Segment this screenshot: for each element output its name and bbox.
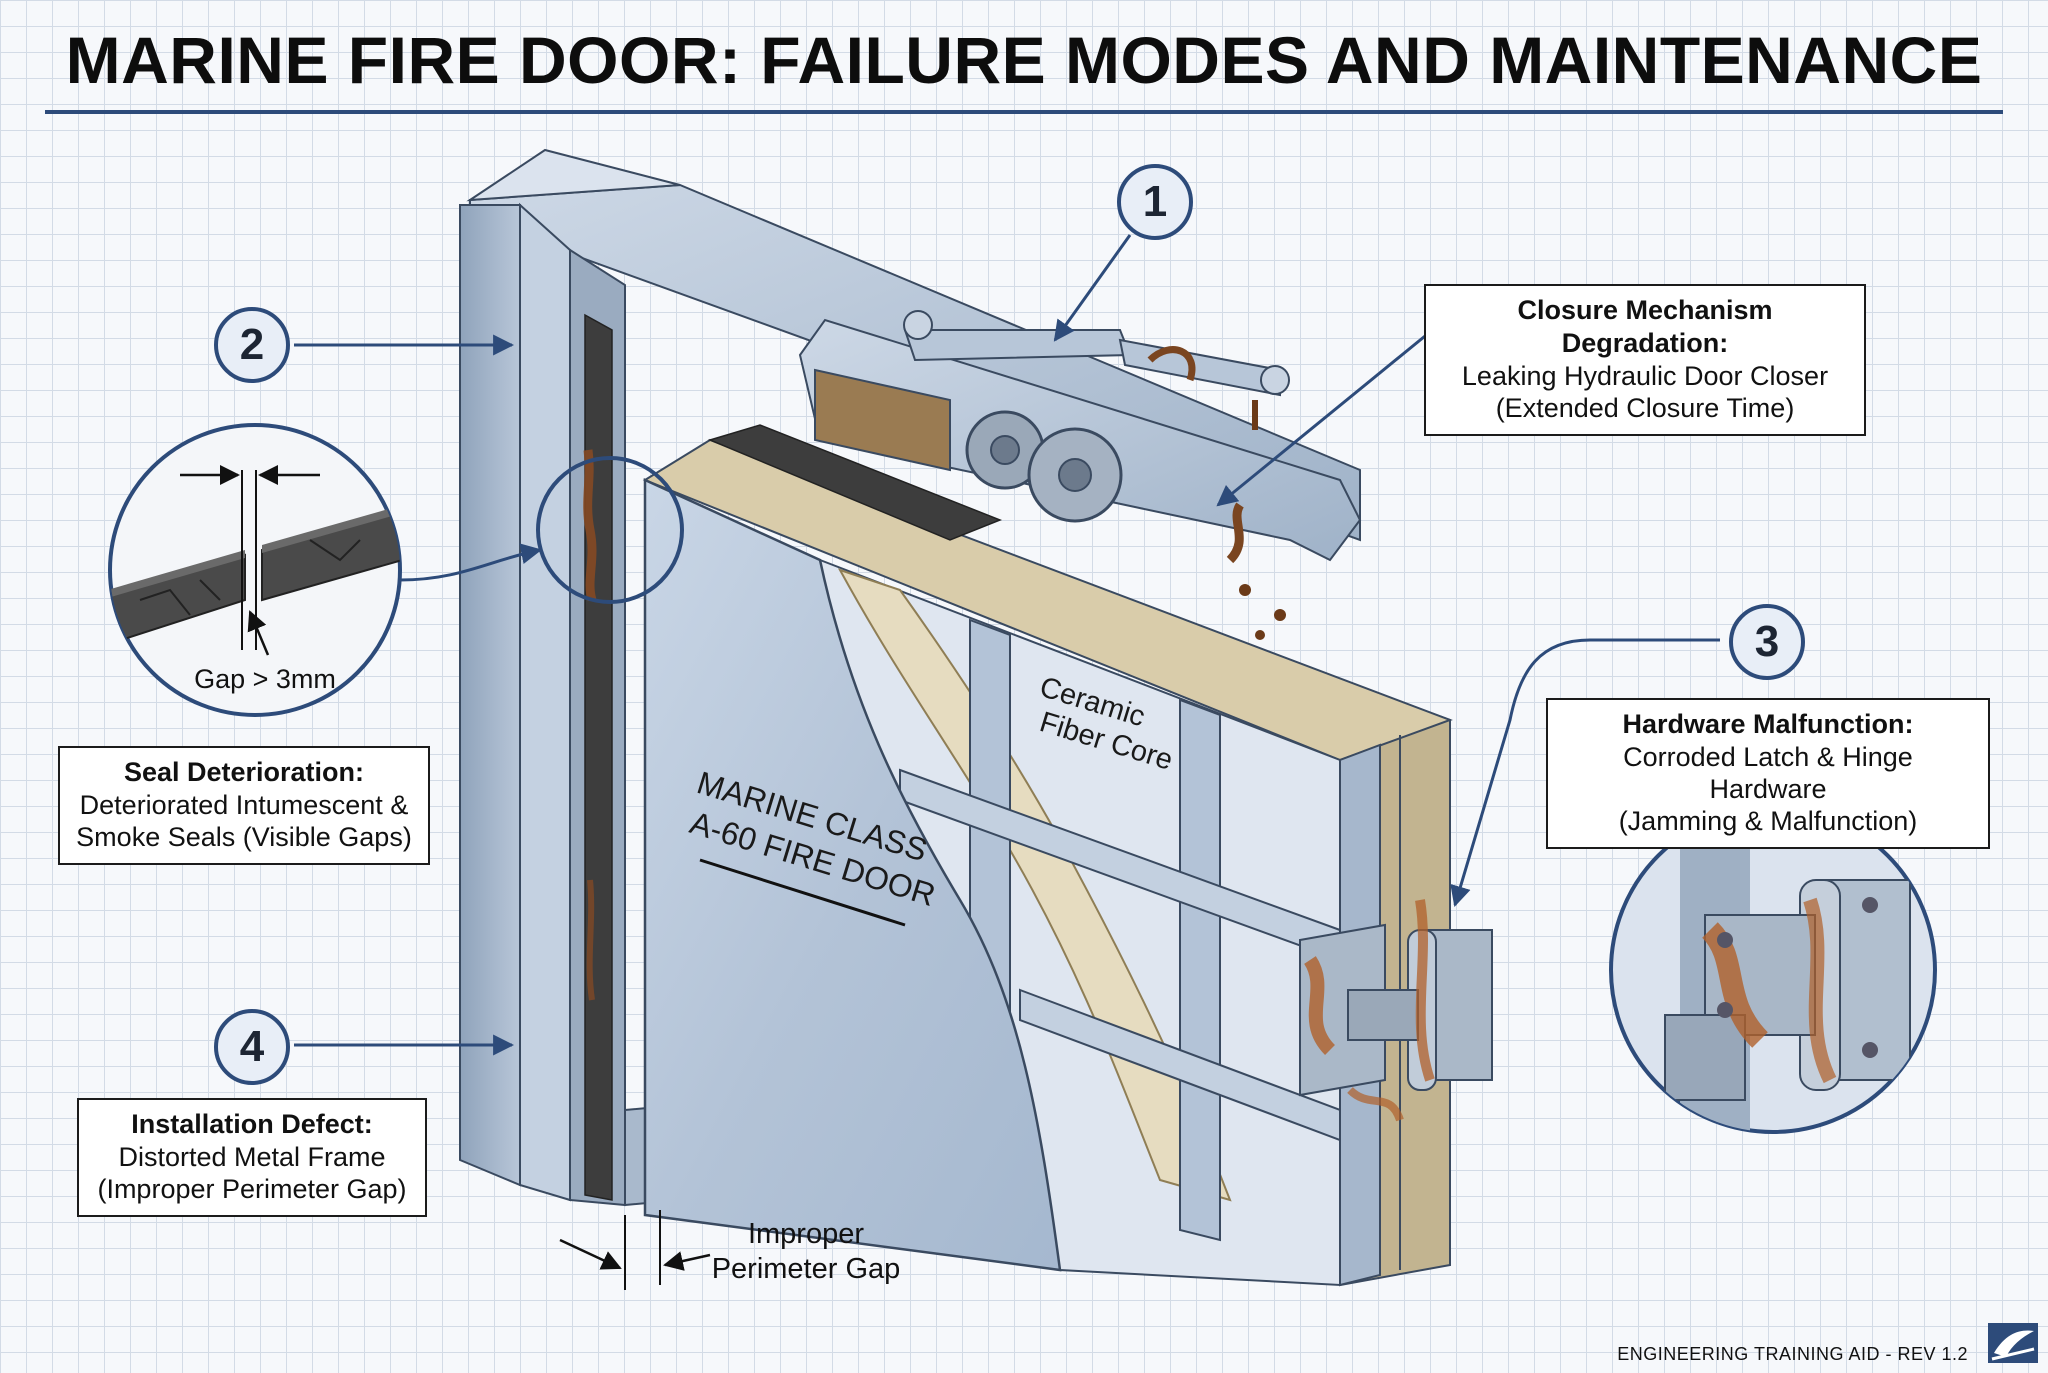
page-title: MARINE FIRE DOOR: FAILURE MODES AND MAIN… <box>65 23 1983 97</box>
callout-seal-heading: Seal Deterioration: <box>123 757 365 787</box>
latch-hinge-hardware <box>1299 899 1493 1122</box>
callout-closure-line-1: Leaking Hydraulic Door Closer <box>1461 361 1829 391</box>
marker-2: 2 <box>214 307 290 383</box>
callout-installation-line-1: Distorted Metal Frame <box>118 1142 386 1172</box>
callout-hardware-heading: Hardware Malfunction: <box>1622 709 1914 739</box>
callout-hardware-line-2: (Jamming & Malfunction) <box>1618 806 1918 836</box>
callout-hardware-line-1: Corroded Latch & Hinge Hardware <box>1623 742 1913 804</box>
title-underline <box>45 110 2003 114</box>
seal-inspection-circle <box>536 456 684 604</box>
callout-closure: Closure Mechanism Degradation: Leaking H… <box>1424 284 1866 436</box>
callout-hardware: Hardware Malfunction: Corroded Latch & H… <box>1546 698 1990 849</box>
hinge-magnifier <box>1450 638 1937 1134</box>
perimeter-gap-label-1: Improper <box>748 1218 864 1250</box>
callout-leaders <box>294 234 1431 1056</box>
callout-seal-line-1: Deteriorated Intumescent & <box>79 790 409 820</box>
marker-3: 3 <box>1729 604 1805 680</box>
perimeter-gap-dimension: Improper Perimeter Gap <box>559 1210 901 1290</box>
marker-4: 4 <box>214 1009 290 1085</box>
callout-installation: Installation Defect: Distorted Metal Fra… <box>77 1098 427 1217</box>
callout-seal: Seal Deterioration: Deteriorated Intumes… <box>58 746 430 865</box>
footer-revision: ENGINEERING TRAINING AID - REV 1.2 <box>1617 1344 1968 1364</box>
callout-closure-line-2: (Extended Closure Time) <box>1495 393 1795 423</box>
marker-1: 1 <box>1117 164 1193 240</box>
seal-gap-magnifier: Gap > 3mm <box>108 423 543 717</box>
perimeter-gap-label-2: Perimeter Gap <box>712 1253 901 1285</box>
callout-installation-line-2: (Improper Perimeter Gap) <box>97 1174 407 1204</box>
gap-label: Gap > 3mm <box>194 664 336 694</box>
callout-seal-line-2: Smoke Seals (Visible Gaps) <box>76 822 412 852</box>
callout-closure-heading: Closure Mechanism Degradation: <box>1517 295 1773 358</box>
training-logo-icon <box>1988 1323 2038 1363</box>
callout-installation-heading: Installation Defect: <box>131 1109 373 1139</box>
door-leaf <box>642 424 1453 1287</box>
